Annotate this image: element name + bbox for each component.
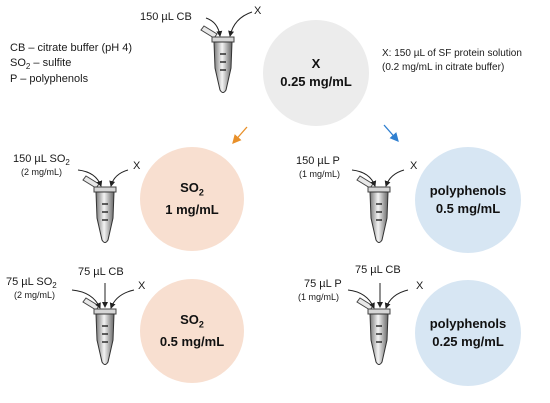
top-circle-title: X: [311, 56, 321, 71]
top-result-circle: X 0.25 mg/mL: [263, 20, 369, 126]
left2-circle-title: SO2: [180, 311, 204, 330]
top-tube: [200, 25, 235, 94]
right1-circle-conc: 0.5 mg/mL: [435, 201, 501, 216]
legend-so2: SO2 – sulfite: [10, 57, 72, 72]
left2-label-cb: 75 µL CB: [78, 266, 124, 278]
left2-result-circle: SO2 0.5 mg/mL: [140, 279, 244, 383]
right2-circle-conc: 0.25 mg/mL: [432, 334, 504, 349]
left2-arrow-x: [109, 289, 135, 309]
top-circle-conc: 0.25 mg/mL: [280, 74, 352, 89]
right1-arrow-p: [351, 169, 377, 187]
right2-arrow-p: [347, 289, 375, 309]
left1-circle-title: SO2: [180, 179, 204, 198]
top-label-cb: 150 µL CB: [140, 11, 192, 23]
left1-label-x: X: [133, 160, 141, 172]
left1-result-circle: SO2 1 mg/mL: [140, 147, 244, 251]
right2-arrow-x: [384, 289, 409, 309]
left2-arrow-so2: [71, 289, 101, 309]
right1-tube: [356, 175, 391, 244]
right1-arrow-x: [384, 169, 405, 187]
left2-label-x: X: [138, 280, 146, 292]
right2-label-p: 75 µL P: [304, 278, 342, 290]
right2-label-cb: 75 µL CB: [355, 264, 401, 276]
left1-arrow-x: [109, 169, 129, 187]
top-label-x: X: [254, 5, 262, 17]
right2-result-circle: polyphenols 0.25 mg/mL: [415, 280, 521, 386]
top-arrow-cb: [205, 17, 223, 37]
note-line2: (0.2 mg/mL in citrate buffer): [382, 62, 505, 73]
legend-p: P – polyphenols: [10, 73, 89, 85]
left1-arrow-so2: [77, 169, 103, 187]
right1-result-circle: polyphenols 0.5 mg/mL: [415, 147, 521, 253]
right1-label-x: X: [410, 160, 418, 172]
orange-branch-arrow: [232, 126, 248, 144]
right2-circle-title: polyphenols: [429, 316, 507, 331]
right1-label-conc: (1 mg/mL): [299, 169, 341, 179]
right1-label-p: 150 µL P: [296, 155, 340, 167]
left1-circle-conc: 1 mg/mL: [165, 202, 219, 218]
left2-label-so2: 75 µL SO2: [6, 276, 57, 291]
left2-label-conc: (2 mg/mL): [14, 290, 56, 300]
right2-label-conc: (1 mg/mL): [298, 292, 340, 302]
top-arrow-x: [228, 11, 253, 37]
legend-cb: CB – citrate buffer (pH 4): [10, 42, 133, 54]
right2-label-x: X: [416, 280, 424, 292]
left1-label-conc: (2 mg/mL): [21, 167, 63, 177]
right1-circle-title: polyphenols: [429, 183, 507, 198]
note-line1: X: 150 µL of SF protein solution: [382, 48, 522, 59]
left2-circle-conc: 0.5 mg/mL: [159, 334, 225, 350]
left1-label-so2: 150 µL SO2: [13, 153, 70, 168]
blue-branch-arrow: [383, 124, 399, 142]
